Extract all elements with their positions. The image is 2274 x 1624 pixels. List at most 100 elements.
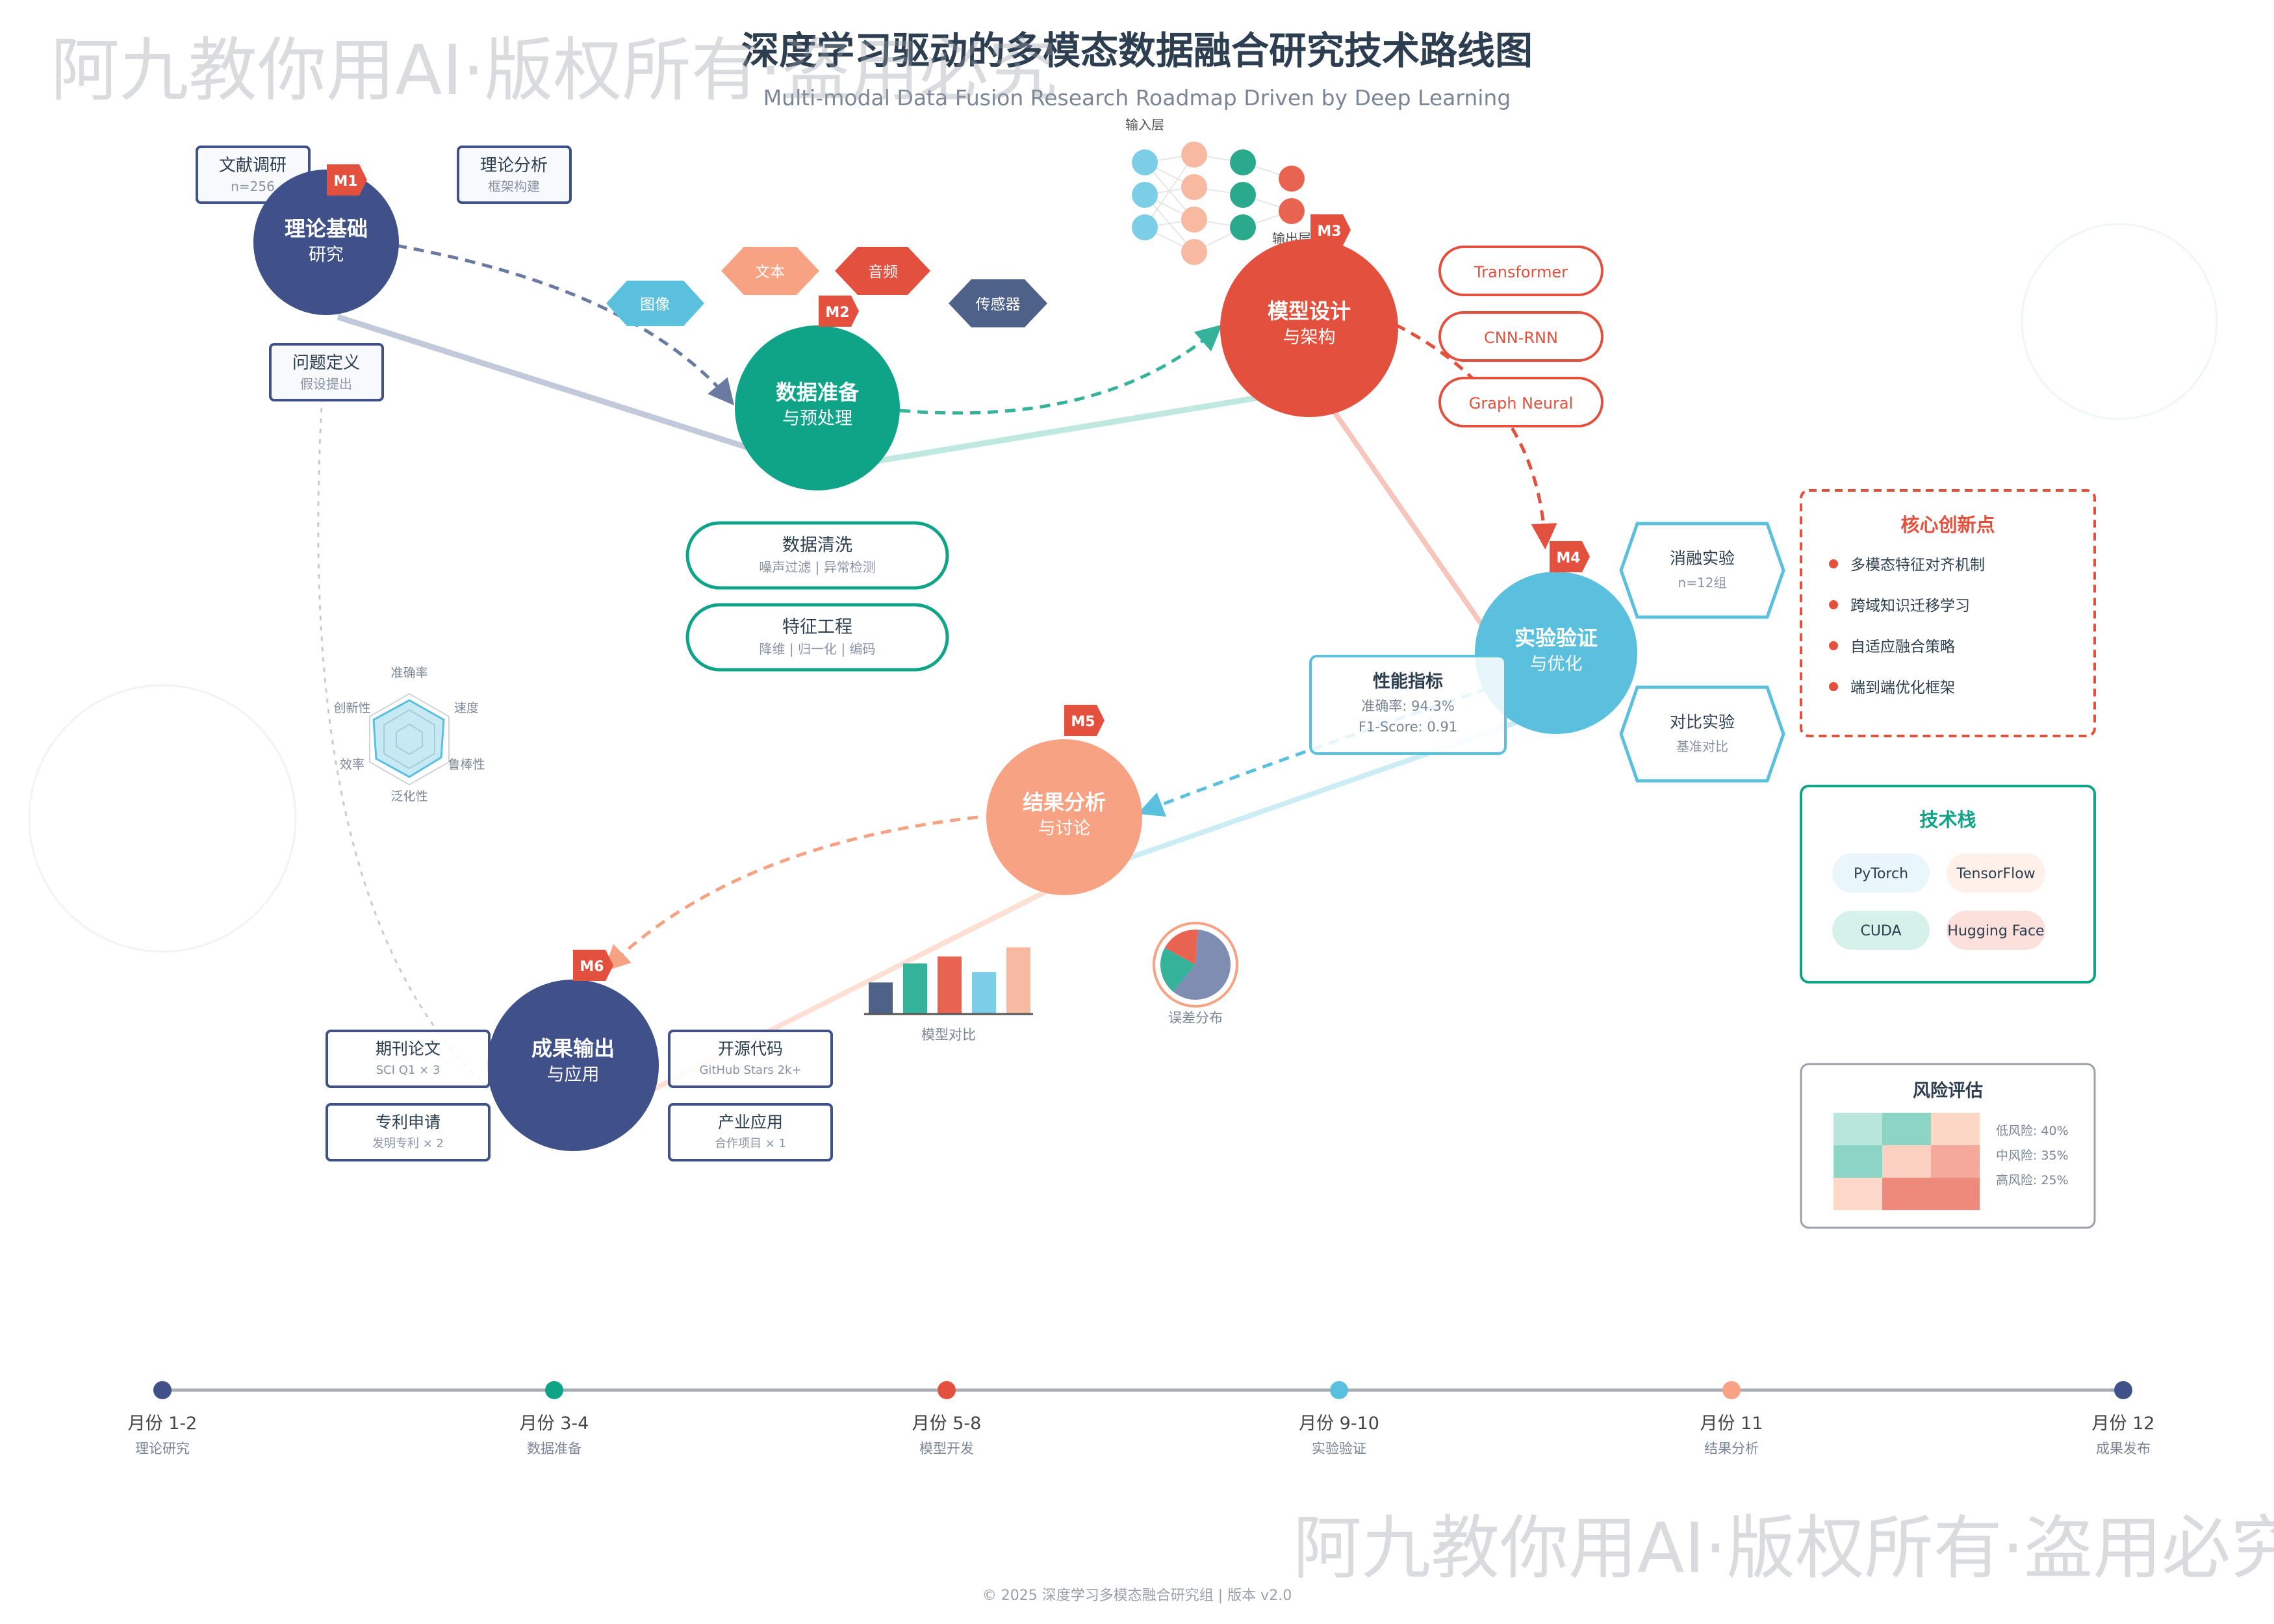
svg-text:专利申请: 专利申请 [376, 1113, 441, 1132]
svg-text:数据清洗: 数据清洗 [782, 535, 852, 555]
svg-text:理论基础: 理论基础 [285, 216, 368, 241]
svg-text:数据准备: 数据准备 [776, 380, 860, 405]
svg-text:开源代码: 开源代码 [718, 1039, 783, 1058]
milestone-m6: 成果输出 与应用 [487, 980, 659, 1151]
tech-item-pytorch: PyTorch [1854, 866, 1908, 882]
milestone-m3: 模型设计 与架构 [1220, 239, 1398, 417]
box-industry-application: 产业应用 合作项目 × 1 [668, 1103, 833, 1161]
svg-text:与架构: 与架构 [1283, 327, 1336, 348]
svg-text:技术栈: 技术栈 [1919, 809, 1976, 831]
svg-text:特征工程: 特征工程 [782, 617, 852, 637]
svg-text:传感器: 传感器 [976, 296, 1021, 313]
modality-image: 图像 [606, 281, 704, 326]
box-performance-metrics: 性能指标 准确率: 94.3% F1-Score: 0.91 [1309, 655, 1507, 755]
decor-circle [2021, 223, 2218, 420]
timeline-label: 月份 1-2 [128, 1414, 198, 1434]
box-data-cleaning: 数据清洗 噪声过滤 | 异常检测 [685, 521, 949, 590]
panel-risk-assessment: 风险评估 低风险: 40% 中风险: 35% 高风险: 25% [1800, 1063, 2096, 1229]
bar-chart-bar [938, 956, 962, 1014]
svg-text:与预处理: 与预处理 [782, 409, 852, 429]
radar-label: 鲁棒性 [448, 757, 485, 772]
watermark-top: 阿九教你用AI·版权所有·盗用必究 [51, 31, 1057, 110]
svg-text:与应用: 与应用 [547, 1065, 600, 1085]
svg-text:核心创新点: 核心创新点 [1900, 514, 1995, 536]
svg-text:假设提出: 假设提出 [300, 376, 352, 392]
box-comparison-experiment: 对比实验 基准对比 [1619, 685, 1785, 783]
badge-m4: M4 [1550, 541, 1590, 572]
page-title: 深度学习驱动的多模态数据融合研究技术路线图 [741, 29, 1533, 73]
bg-connector-m2-m3 [844, 387, 1307, 470]
arrow-m1-m2 [396, 244, 735, 406]
svg-text:与优化: 与优化 [1530, 654, 1583, 674]
svg-text:性能指标: 性能指标 [1373, 671, 1443, 692]
watermark-bottom: 阿九教你用AI·版权所有·盗用必究 [1293, 1508, 2274, 1588]
footer-copyright: © 2025 深度学习多模态融合研究组 | 版本 v2.0 [982, 1588, 1292, 1604]
svg-text:期刊论文: 期刊论文 [376, 1039, 441, 1058]
badge-m2: M2 [819, 296, 859, 327]
radar-label: 泛化性 [390, 789, 428, 804]
box-patent-application: 专利申请 发明专利 × 2 [326, 1103, 491, 1161]
timeline-dot [938, 1381, 956, 1399]
svg-text:音频: 音频 [868, 264, 898, 281]
svg-text:发明专利 × 2: 发明专利 × 2 [372, 1137, 444, 1150]
pie-slice [1164, 929, 1198, 965]
pie-ring [1153, 922, 1238, 1008]
svg-text:降维 | 归一化 | 编码: 降维 | 归一化 | 编码 [760, 641, 876, 657]
bg-connector-m1-m2 [337, 314, 817, 472]
timeline-label: 月份 3-4 [520, 1414, 589, 1434]
timeline-label: 月份 11 [1700, 1414, 1763, 1434]
svg-text:M6: M6 [580, 959, 604, 975]
arrow-m2-m3 [899, 324, 1223, 415]
panel-core-innovation: 核心创新点 多模态特征对齐机制 跨域知识迁移学习 自适应融合策略 端到端优化框架 [1800, 489, 2096, 737]
page-subtitle: Multi-modal Data Fusion Research Roadmap… [763, 85, 1511, 110]
timeline-sub: 理论研究 [135, 1441, 190, 1456]
neural-network-illustration: 输入层 输出层 [1125, 117, 1311, 265]
svg-text:Graph Neural: Graph Neural [1469, 394, 1573, 412]
svg-text:文献调研: 文献调研 [219, 156, 287, 175]
innovation-item: 自适应融合策略 [1850, 639, 1955, 655]
badge-m6: M6 [573, 950, 613, 981]
radar-label: 效率 [340, 757, 364, 772]
nn-input-label: 输入层 [1125, 117, 1164, 133]
timeline-dot [153, 1381, 172, 1399]
svg-text:M2: M2 [825, 305, 849, 321]
radar-label: 准确率 [390, 666, 428, 680]
timeline-sub: 实验验证 [1312, 1441, 1366, 1456]
badge-m3: M3 [1310, 214, 1351, 246]
box-journal-paper: 期刊论文 SCI Q1 × 3 [326, 1030, 491, 1088]
svg-text:M4: M4 [1556, 550, 1580, 566]
milestone-m2: 数据准备 与预处理 [735, 325, 900, 490]
svg-text:研究: 研究 [309, 245, 344, 265]
timeline-sub: 模型开发 [919, 1441, 974, 1456]
svg-text:与讨论: 与讨论 [1038, 818, 1091, 839]
svg-text:图像: 图像 [640, 296, 670, 313]
svg-text:n=12组: n=12组 [1678, 575, 1727, 590]
svg-text:对比实验: 对比实验 [1670, 713, 1735, 731]
timeline-label: 月份 5-8 [912, 1414, 982, 1434]
bar-chart-bar [903, 963, 927, 1014]
panel-tech-stack: 技术栈 PyTorch TensorFlow CUDA Hugging Face [1800, 785, 2096, 983]
svg-text:M1: M1 [333, 173, 357, 190]
risk-high-label: 高风险: 25% [1996, 1173, 2069, 1187]
radar-chart: 准确率 速度 鲁棒性 泛化性 效率 创新性 [333, 666, 485, 804]
svg-text:噪声过滤 | 异常检测: 噪声过滤 | 异常检测 [759, 559, 875, 575]
svg-text:F1-Score: 0.91: F1-Score: 0.91 [1359, 719, 1457, 735]
box-problem-definition: 问题定义 假设提出 [269, 343, 384, 401]
svg-text:模型设计: 模型设计 [1268, 299, 1351, 324]
bg-connector-m5-m6 [577, 884, 1057, 1130]
timeline-sub: 数据准备 [527, 1441, 581, 1456]
svg-text:框架构建: 框架构建 [488, 179, 540, 194]
modality-text: 文本 [721, 247, 819, 295]
svg-text:合作项目 × 1: 合作项目 × 1 [715, 1137, 786, 1150]
svg-text:准确率: 94.3%: 准确率: 94.3% [1361, 698, 1454, 714]
timeline-dot [2114, 1381, 2132, 1399]
innovation-item: 跨域知识迁移学习 [1850, 598, 1970, 615]
svg-text:理论分析: 理论分析 [480, 156, 548, 175]
svg-text:M5: M5 [1071, 714, 1095, 730]
radar-label: 创新性 [333, 701, 370, 715]
svg-text:文本: 文本 [755, 264, 785, 281]
pie-slice [1173, 930, 1231, 1000]
timeline-dot [1330, 1381, 1348, 1399]
